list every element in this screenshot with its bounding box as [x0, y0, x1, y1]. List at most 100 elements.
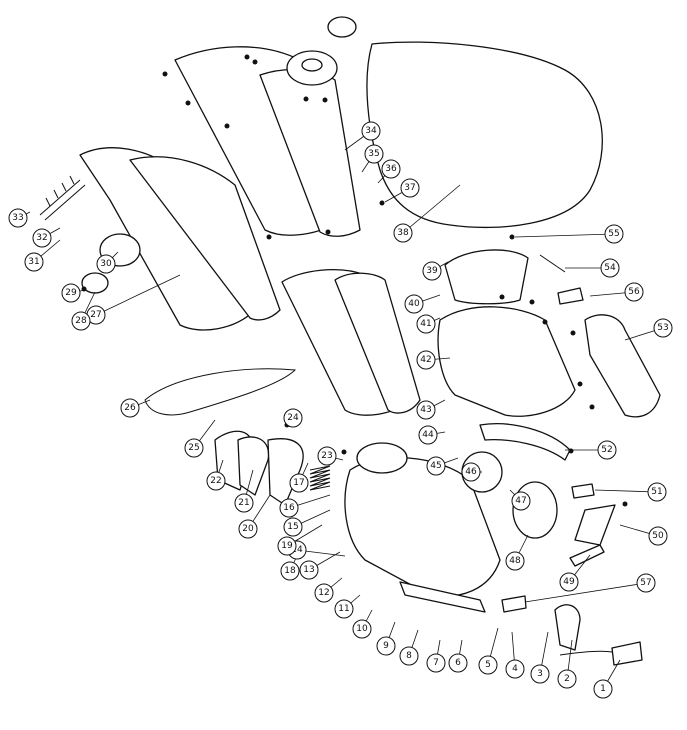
- callout-circle: [648, 526, 668, 546]
- callout-circle: [280, 561, 300, 581]
- motor-housing-cover: [437, 306, 576, 417]
- callout-22: 22: [206, 471, 226, 491]
- lower-tube-right-half: [129, 156, 281, 321]
- callout-55: 55: [604, 224, 624, 244]
- wheel-hub: [301, 58, 323, 72]
- callout-number: 39: [426, 266, 438, 276]
- callout-number: 51: [651, 487, 662, 497]
- callout-circle: [299, 560, 319, 580]
- callout-number: 57: [640, 578, 651, 588]
- callout-number: 16: [283, 503, 295, 513]
- callout-number: 56: [628, 287, 640, 297]
- callout-circle: [559, 572, 579, 592]
- leader-line-38: [402, 184, 461, 234]
- callout-20: 20: [238, 519, 258, 539]
- callout-circle: [71, 311, 91, 331]
- leader-line-55: [514, 233, 615, 238]
- housing-inlet-ring: [356, 442, 408, 474]
- callout-circle: [206, 471, 226, 491]
- screws: [81, 54, 628, 507]
- callout-number: 21: [238, 498, 249, 508]
- callout-circle: [624, 282, 644, 302]
- callout-18: 18: [280, 561, 300, 581]
- callout-19: 19: [277, 536, 297, 556]
- callout-circle: [448, 653, 468, 673]
- rod-54: [539, 254, 566, 273]
- spring: [309, 465, 331, 491]
- callout-circle: [478, 655, 498, 675]
- callout-number: 20: [242, 524, 254, 534]
- callout-10: 10: [352, 619, 372, 639]
- collection-bag: [366, 41, 603, 229]
- callout-number: 22: [210, 476, 221, 486]
- leader-line-51: [594, 489, 658, 493]
- callout-number: 41: [420, 319, 431, 329]
- callout-circle: [376, 636, 396, 656]
- callout-number: 25: [188, 443, 199, 453]
- callout-circle: [24, 252, 44, 272]
- elbow-bracket: [237, 436, 270, 496]
- callout-number: 3: [537, 669, 543, 679]
- main-housing-half: [344, 457, 501, 597]
- callout-number: 36: [385, 164, 397, 174]
- callout-16: 16: [279, 498, 299, 518]
- callout-44: 44: [418, 425, 438, 445]
- callout-37: 37: [400, 178, 420, 198]
- callout-52: 52: [597, 440, 617, 460]
- callout-circle: [416, 400, 436, 420]
- callout-5: 5: [478, 655, 498, 675]
- fan-disc-small: [81, 272, 109, 294]
- callout-number: 38: [397, 228, 409, 238]
- callout-number: 12: [318, 588, 329, 598]
- callout-number: 27: [90, 310, 101, 320]
- callout-25: 25: [184, 438, 204, 458]
- callout-number: 17: [293, 478, 304, 488]
- callout-number: 33: [12, 213, 23, 223]
- callout-circle: [404, 294, 424, 314]
- callout-circle: [604, 224, 624, 244]
- wheel-cap: [327, 16, 357, 38]
- callout-circle: [416, 314, 436, 334]
- callout-number: 55: [608, 229, 619, 239]
- callout-39: 39: [422, 261, 442, 281]
- callout-51: 51: [647, 482, 667, 502]
- callout-42: 42: [416, 350, 436, 370]
- leader-line-57: [524, 582, 647, 603]
- callout-23: 23: [317, 446, 337, 466]
- callout-circle: [364, 144, 384, 164]
- callout-40: 40: [404, 294, 424, 314]
- lever-49: [569, 544, 605, 567]
- callout-number: 15: [287, 522, 298, 532]
- callout-circle: [530, 664, 550, 684]
- callout-circle: [426, 456, 446, 476]
- callout-1: 1: [593, 679, 613, 699]
- callout-17: 17: [289, 473, 309, 493]
- callout-circle: [334, 599, 354, 619]
- callout-56: 56: [624, 282, 644, 302]
- callout-number: 43: [420, 405, 431, 415]
- callout-21: 21: [234, 493, 254, 513]
- callout-number: 18: [284, 566, 296, 576]
- callout-26: 26: [120, 398, 140, 418]
- callout-number: 10: [356, 624, 368, 634]
- callout-number: 26: [124, 403, 136, 413]
- callout-12: 12: [314, 583, 334, 603]
- callout-number: 32: [36, 233, 47, 243]
- callout-34: 34: [361, 121, 381, 141]
- callout-number: 48: [509, 556, 521, 566]
- callout-31: 31: [24, 252, 44, 272]
- base-plate: [399, 581, 486, 613]
- callout-number: 50: [652, 531, 664, 541]
- callout-36: 36: [381, 159, 401, 179]
- callout-circle: [461, 462, 481, 482]
- callout-15: 15: [283, 517, 303, 537]
- callout-circle: [238, 519, 258, 539]
- plate-57: [501, 595, 527, 613]
- callout-number: 49: [563, 577, 575, 587]
- callout-circle: [422, 261, 442, 281]
- callout-41: 41: [416, 314, 436, 334]
- callout-number: 14: [291, 545, 303, 555]
- callout-number: 47: [515, 496, 526, 506]
- callout-circle: [597, 440, 617, 460]
